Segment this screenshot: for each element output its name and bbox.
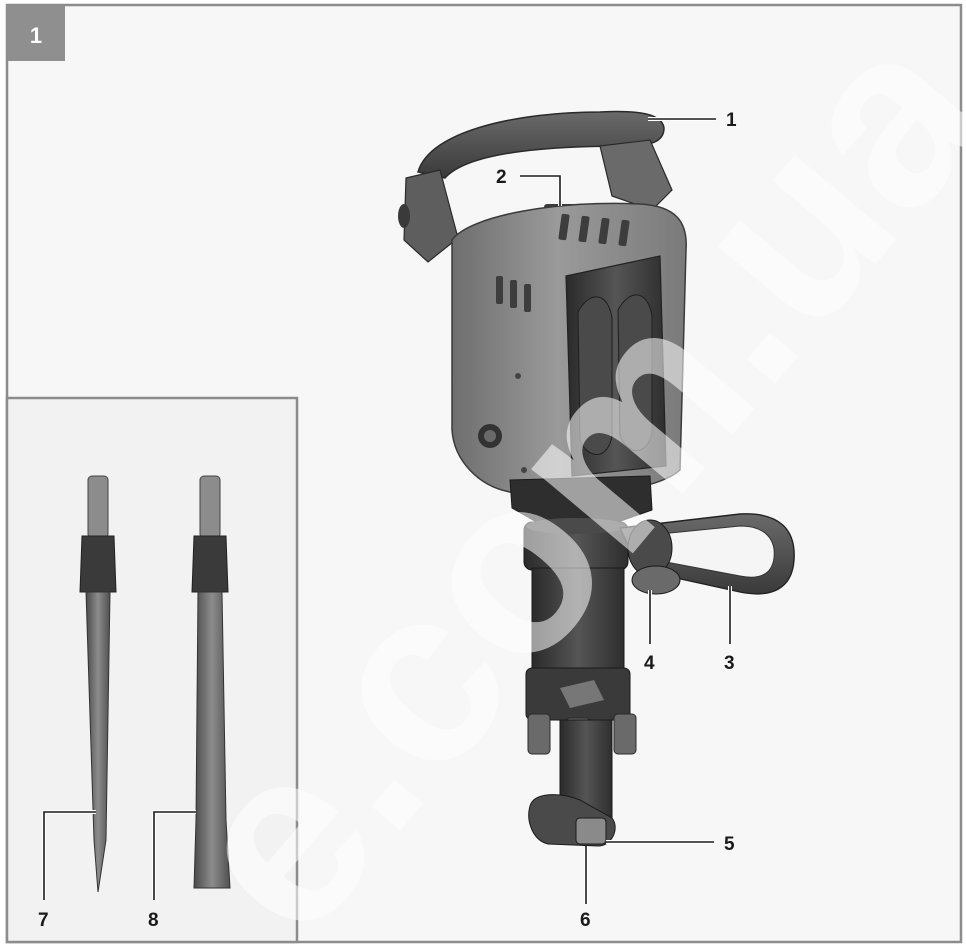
- figure-number-tab: 1: [7, 5, 65, 61]
- callout-5: 5: [724, 834, 735, 855]
- locking-knob: [627, 519, 681, 595]
- callout-1: 1: [726, 110, 737, 131]
- callout-4: 4: [644, 653, 655, 674]
- figure-number: 1: [30, 23, 42, 48]
- main-handle: [398, 110, 673, 263]
- callout-6: 6: [580, 910, 591, 931]
- tool-lock: [528, 794, 616, 847]
- callout-3: 3: [724, 653, 735, 674]
- flat-chisel: [191, 475, 231, 889]
- callout-7: 7: [38, 910, 49, 931]
- motor-housing: [451, 202, 687, 497]
- leader-lines: [42, 117, 732, 904]
- demolition-hammer-illustration: [398, 110, 795, 847]
- hammer-barrel: [531, 567, 625, 675]
- pointed-chisel: [79, 475, 117, 893]
- callout-8: 8: [148, 910, 159, 931]
- callout-2: 2: [496, 167, 507, 188]
